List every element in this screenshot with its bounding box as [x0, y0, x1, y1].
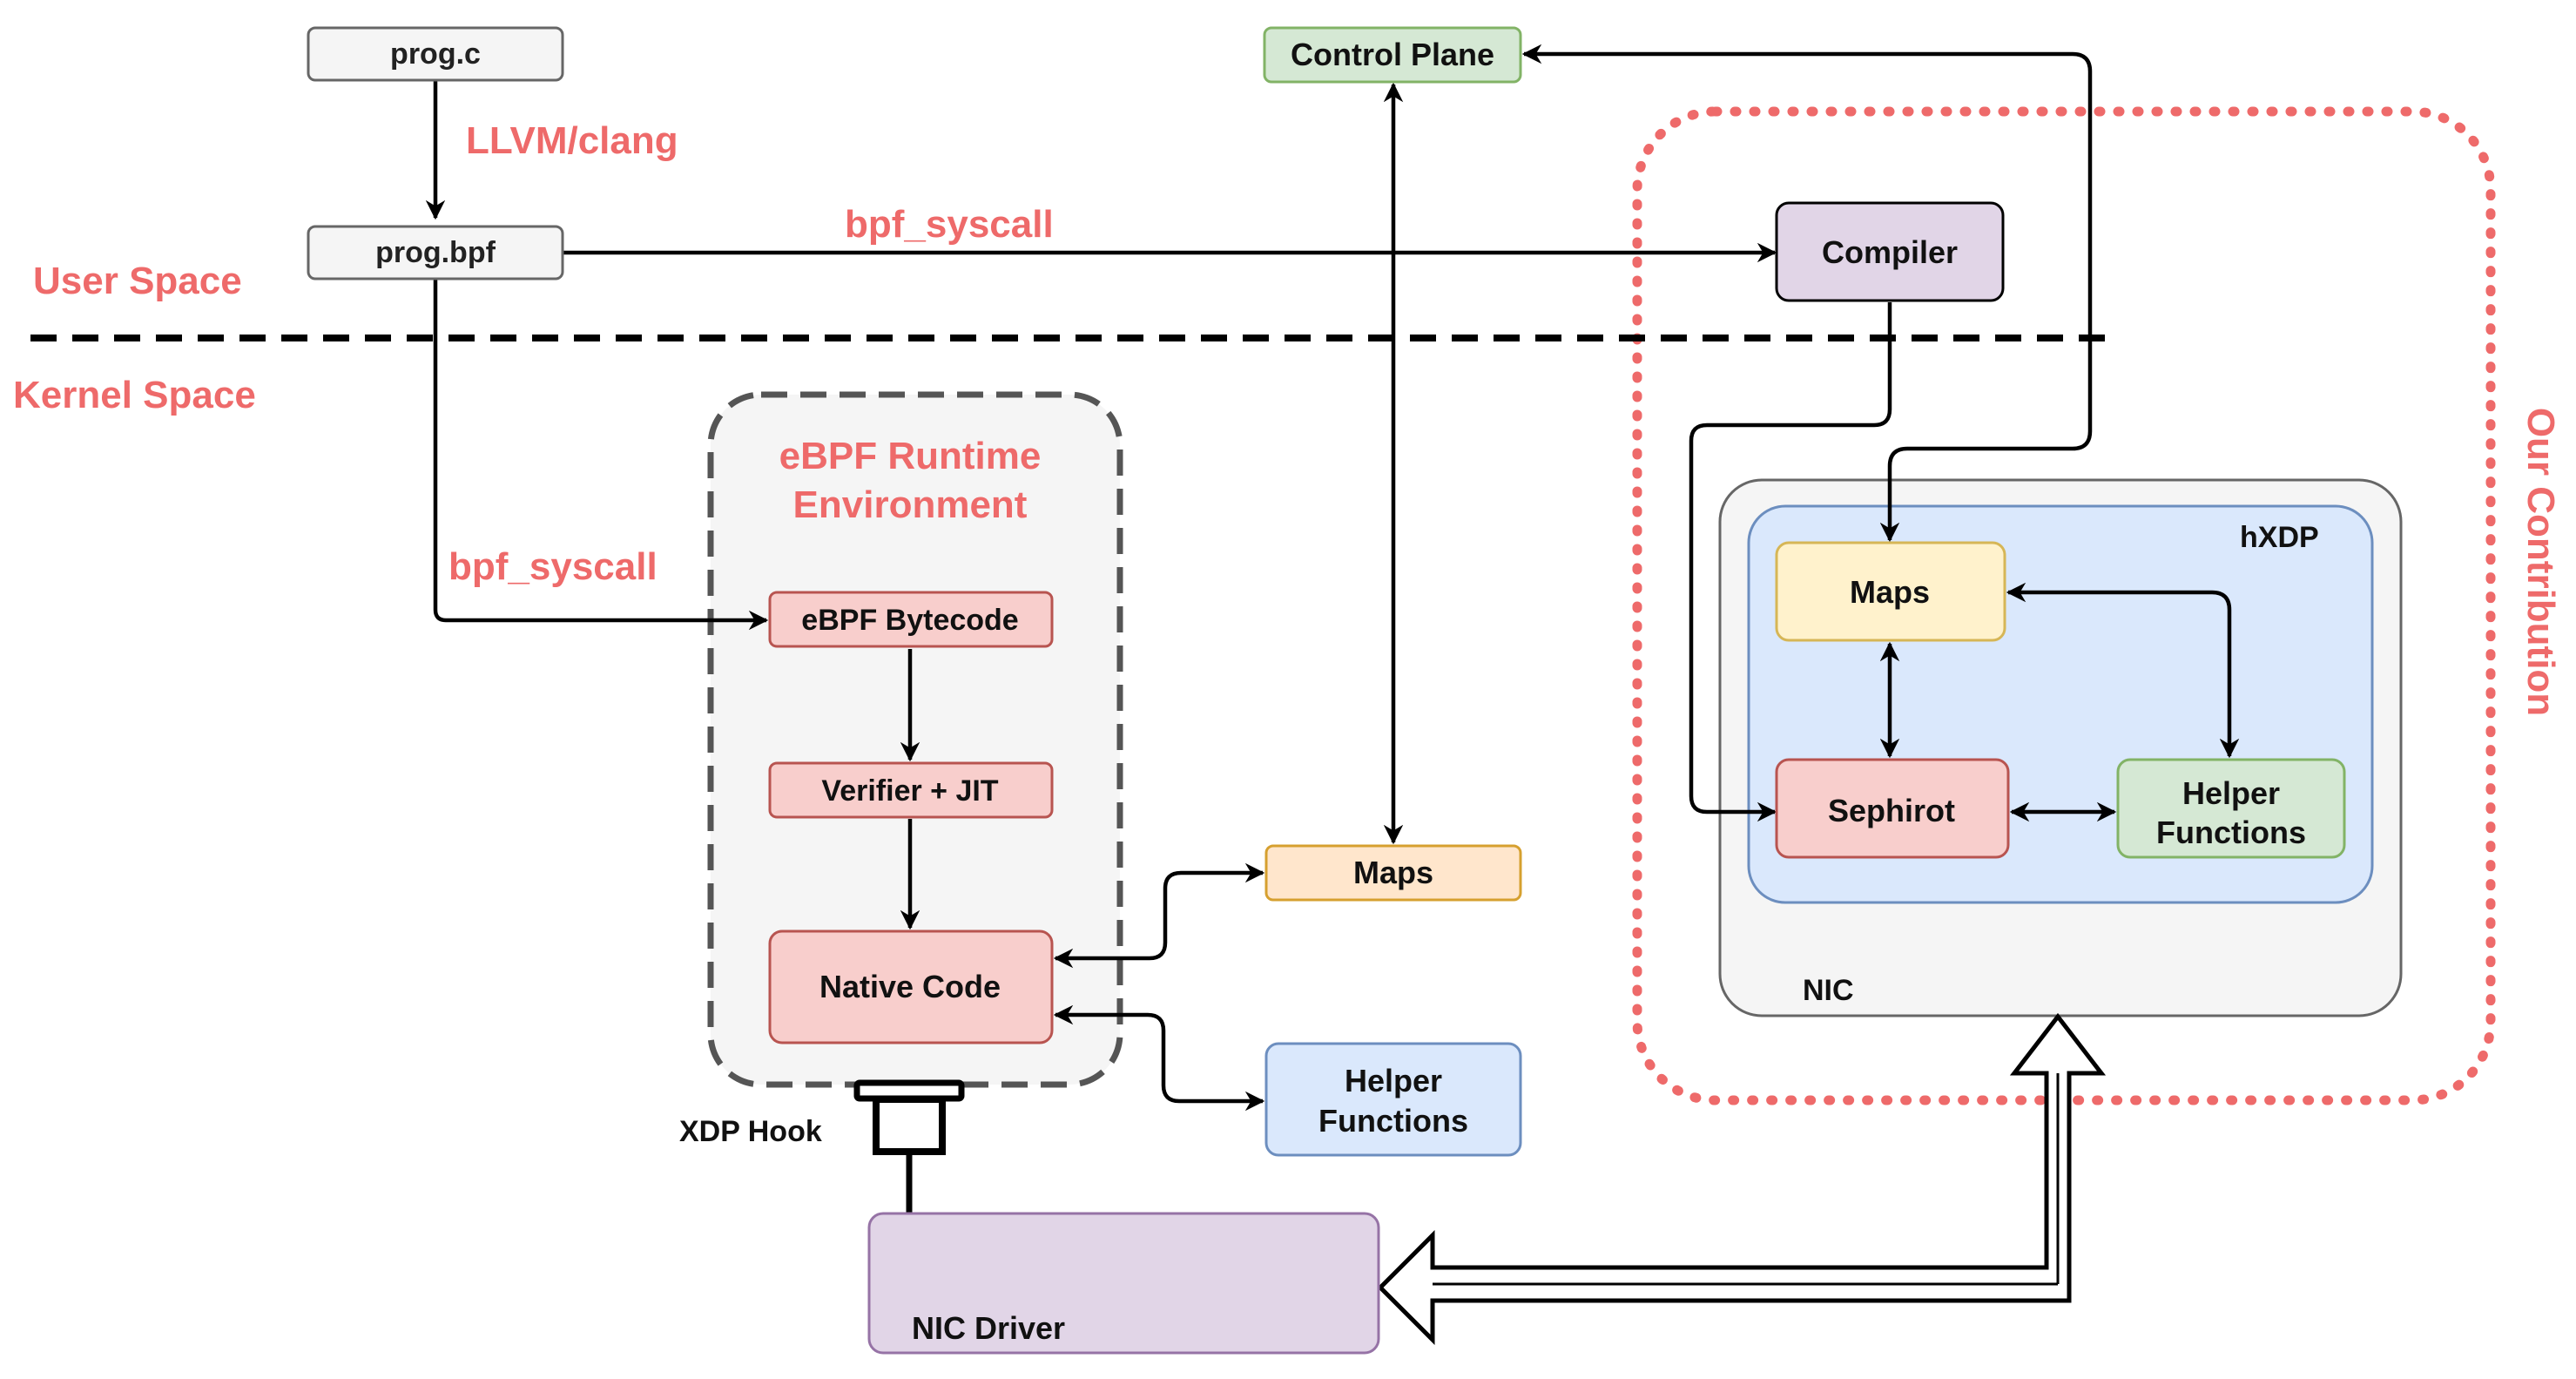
native-code-label: Native Code: [819, 969, 1001, 1004]
hxdp-maps-label: Maps: [1850, 574, 1930, 610]
compiler-box: [1775, 201, 2005, 302]
prog-c-label: prog.c: [390, 37, 481, 71]
control-plane-label: Control Plane: [1291, 37, 1494, 72]
xdp-hook-label: XDP Hook: [679, 1115, 822, 1148]
kernel-helper-label-line2: Functions: [1318, 1103, 1468, 1139]
hxdp-label: hXDP: [2240, 521, 2319, 554]
sephirot-box: [1775, 758, 2010, 859]
nic-driver-label: NIC Driver: [912, 1310, 1065, 1346]
sephirot-label: Sephirot: [1828, 793, 1955, 828]
bpf-syscall-left-label: bpf_syscall: [448, 545, 657, 588]
kernel-space-label: Kernel Space: [13, 374, 256, 416]
native-maps-arrow: [1053, 862, 1265, 969]
ebpf-bytecode-label: eBPF Bytecode: [801, 604, 1018, 637]
nic-driver-box: [867, 1212, 1380, 1355]
native-helper-arrow: [1053, 1004, 1265, 1112]
ebpf-runtime-container: [707, 391, 1123, 1088]
runtime-title-line1: eBPF Runtime: [779, 435, 1042, 477]
nic-label: NIC: [1803, 974, 1854, 1007]
compiler-label: Compiler: [1822, 234, 1958, 270]
verifier-jit-label: Verifier + JIT: [821, 774, 998, 808]
prog-c-box: [307, 26, 564, 82]
kernel-helper-label-line1: Helper: [1345, 1063, 1442, 1098]
hxdp-maps-box: [1775, 541, 2006, 642]
user-space-label: User Space: [33, 260, 242, 302]
prog-bpf-box: [307, 225, 564, 281]
maps-helper-arrow: [2006, 582, 2240, 759]
kernel-maps-label: Maps: [1353, 855, 1433, 890]
hxdp-helper-label-line1: Helper: [2182, 775, 2280, 811]
bpf-syscall-left-arrow: [433, 275, 769, 631]
hxdp-helper-box: [2116, 758, 2346, 859]
runtime-title-line2: Environment: [793, 483, 1028, 526]
verifier-jit-box: [768, 761, 1054, 819]
kernel-maps-box: [1264, 844, 1522, 902]
kernel-helper-box: [1264, 1042, 1522, 1157]
hxdp-helper-label-line2: Functions: [2156, 815, 2306, 850]
prog-bpf-label: prog.bpf: [375, 236, 496, 269]
control-plane-box: [1263, 26, 1522, 84]
bpf-syscall-top-label: bpf_syscall: [845, 203, 1054, 246]
llvm-label: LLVM/clang: [466, 119, 678, 162]
our-contribution-label: Our Contribution: [2519, 408, 2562, 716]
compiler-to-sephirot-arrow: [1689, 302, 1892, 822]
hook-icon: [853, 1079, 965, 1232]
driver-nic-hollow-arrow: [1377, 1012, 2107, 1346]
native-code-box: [768, 929, 1054, 1044]
control-plane-hxdp-maps-arrow: [1521, 44, 2093, 543]
ebpf-bytecode-box: [768, 591, 1054, 648]
